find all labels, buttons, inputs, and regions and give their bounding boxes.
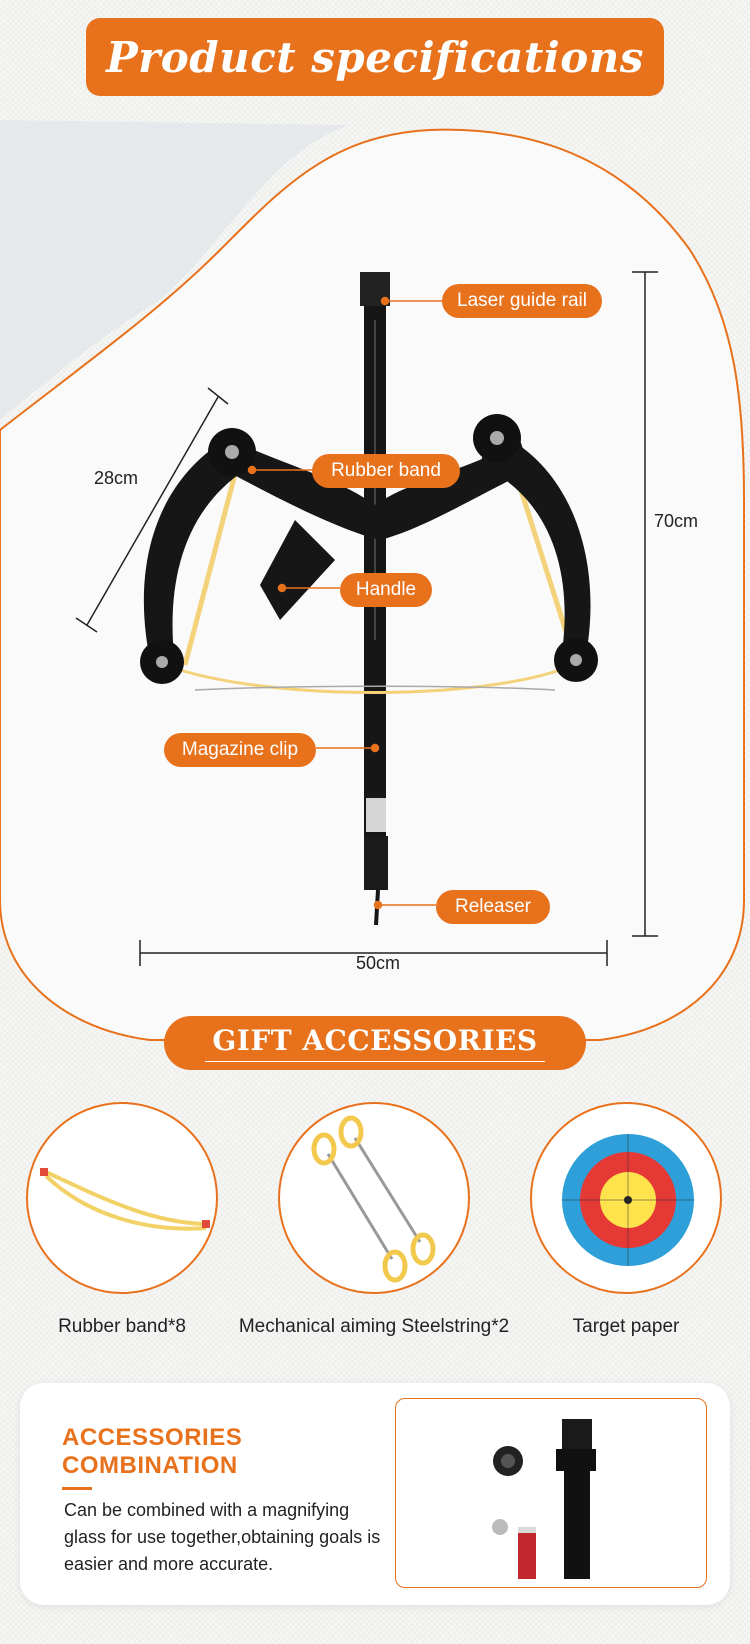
dimension-height: 70cm xyxy=(654,511,699,531)
label-releaser: Releaser xyxy=(436,890,550,924)
rubber-band-icon xyxy=(40,1168,210,1231)
accessories-photo xyxy=(395,1398,707,1588)
gift-item-target-paper-image xyxy=(530,1102,722,1294)
gift-item-rubber-band-image xyxy=(26,1102,218,1294)
label-handle: Handle xyxy=(340,573,432,607)
gift-caption-rubber-band: Rubber band*8 xyxy=(58,1316,186,1337)
dimension-span: 50cm xyxy=(356,953,401,973)
accessories-description: Can be combined with a magnifying glass … xyxy=(64,1500,381,1574)
target-icon xyxy=(562,1134,712,1284)
page-title: Product specifications xyxy=(106,32,644,82)
gift-title: GIFT ACCESSORIES xyxy=(212,1024,538,1057)
gift-item-steelstring-image xyxy=(278,1102,470,1294)
accessories-underline xyxy=(62,1487,92,1490)
label-rubber-band: Rubber band xyxy=(312,454,460,488)
accessories-title-line1: ACCESSORIES xyxy=(62,1424,243,1451)
dimension-width: 28cm xyxy=(94,468,139,488)
gift-caption-target-paper: Target paper xyxy=(572,1316,680,1337)
label-laser-guide-rail: Laser guide rail xyxy=(442,284,602,318)
gift-accessories-banner: GIFT ACCESSORIES xyxy=(164,1016,586,1070)
gift-caption-steelstring: Mechanical aiming Steelstring*2 xyxy=(238,1316,510,1337)
label-magazine-clip: Magazine clip xyxy=(164,733,316,767)
accessories-title-line2: COMBINATION xyxy=(62,1452,238,1479)
steel-string-icon xyxy=(311,1115,436,1283)
accessories-title: ACCESSORIES COMBINATION xyxy=(62,1424,242,1480)
product-specs-banner: Product specifications xyxy=(86,18,664,96)
gift-title-underline xyxy=(205,1061,545,1062)
bow-illustration xyxy=(75,271,658,966)
laser-sight-icon xyxy=(492,1419,596,1579)
